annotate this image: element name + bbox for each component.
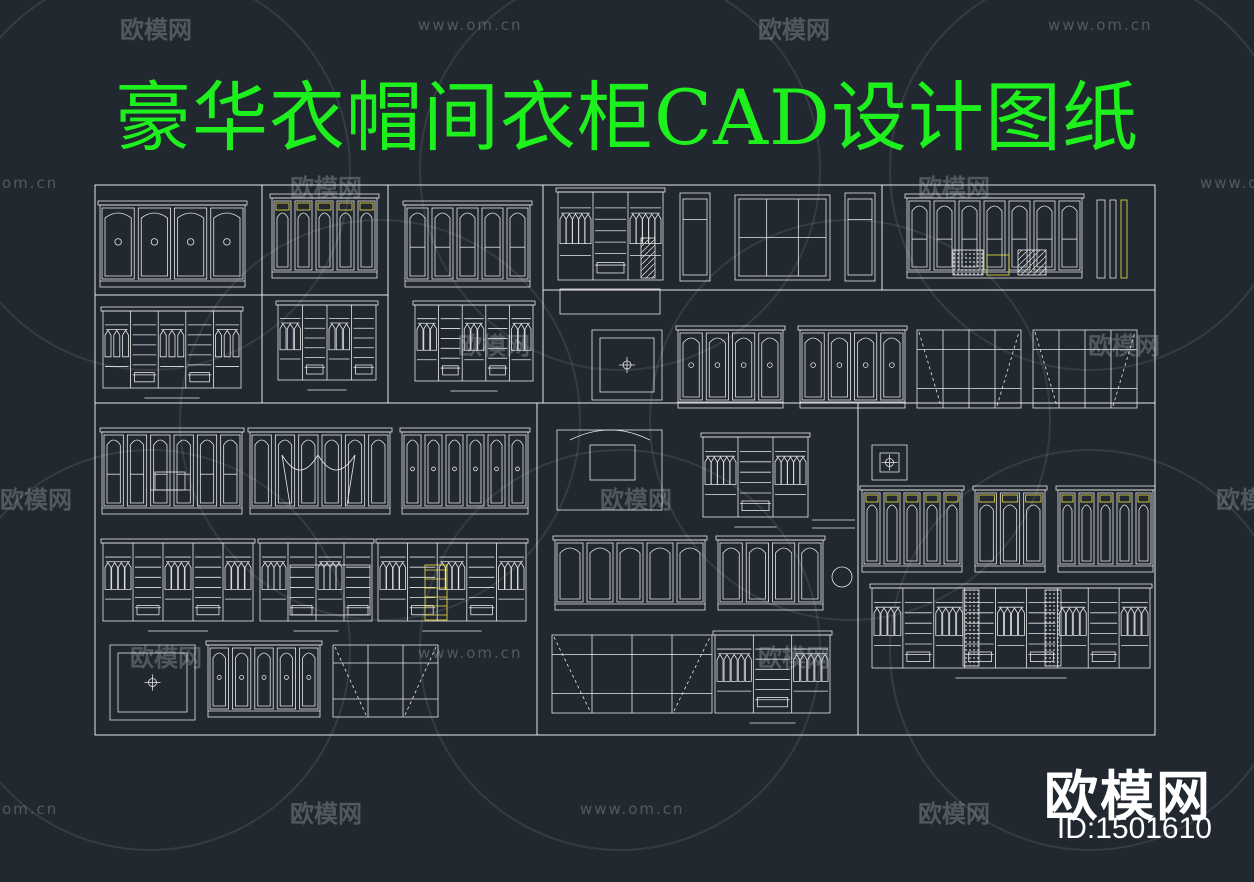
watermark-url: om.cn <box>2 800 59 818</box>
watermark-url: www.om.cn <box>418 644 523 662</box>
watermark-url: www.om.cn <box>1048 16 1153 34</box>
watermark-logo: 欧模网 <box>918 174 990 202</box>
watermark-url: www.om.cn <box>580 800 685 818</box>
detail-panels <box>952 249 1047 276</box>
cabinet-elevation <box>97 200 248 288</box>
cabinet-elevation <box>402 200 533 288</box>
display-window <box>289 564 371 616</box>
cabinet-plan <box>109 644 196 721</box>
cabinet-elevation <box>715 535 826 611</box>
cabinet-elevation <box>205 640 323 718</box>
watermark-logo: 欧模网 <box>290 174 362 202</box>
cabinet-side-section <box>679 192 711 282</box>
cabinet-interior <box>412 300 536 392</box>
sliding-door-elevation <box>916 329 1022 409</box>
cabinet-interior <box>869 583 1153 679</box>
cabinet-interior <box>257 538 375 632</box>
cabinet-elevation <box>269 193 380 279</box>
cabinet-elevation <box>399 427 531 515</box>
watermark-url: www.om.cn <box>1200 174 1254 192</box>
cabinet-elevation <box>675 325 786 409</box>
watermark-logo: 欧模网 <box>600 486 672 514</box>
cabinet-interior <box>712 630 833 724</box>
watermark-logo: 欧模网 <box>458 332 530 360</box>
cabinet-interior <box>100 538 256 632</box>
shoe-rack-highlight <box>424 564 448 621</box>
cabinet-interior <box>375 538 529 632</box>
cabinet-elevation <box>972 485 1048 573</box>
watermark-arcs <box>0 0 1254 851</box>
window-grid <box>734 194 831 281</box>
cabinet-interior <box>555 187 666 291</box>
watermark-logo: 欧模网 <box>1216 486 1254 514</box>
pattern-columns <box>962 589 1062 667</box>
corner-cabinet <box>556 429 663 511</box>
watermark-logo: 欧模网 <box>290 800 362 828</box>
sliding-door-elevation <box>551 634 713 714</box>
watermark-logo: 欧模网 <box>0 486 72 514</box>
cabinet-elevation <box>797 325 908 409</box>
watermark-url: www.om.cn <box>418 16 523 34</box>
cabinet-elevation <box>99 427 245 515</box>
cabinet-top-view <box>559 288 661 315</box>
cabinet-elevation <box>552 535 708 611</box>
brand-logo: 欧模网 <box>1044 765 1212 828</box>
cabinet-plan <box>591 329 663 401</box>
cabinet-plan <box>871 444 908 481</box>
curtain-drape <box>281 454 356 506</box>
drawing-frame <box>94 184 1156 736</box>
watermark-logo: 欧模网 <box>120 16 192 44</box>
cabinet-interior <box>100 306 244 399</box>
watermark-logo: 欧模网 <box>758 16 830 44</box>
cabinet-elevation <box>1055 485 1156 573</box>
watermark-logo: 欧模网 <box>130 644 202 672</box>
cabinet-interior <box>700 432 811 528</box>
watermark-logo: 欧模网 <box>918 800 990 828</box>
watermark-logo: 欧模网 <box>758 644 830 672</box>
cabinet-side-section <box>844 192 876 282</box>
sliding-door-elevation <box>332 644 439 718</box>
cabinet-drawings <box>97 187 1156 724</box>
cabinet-elevation <box>247 427 393 515</box>
sliding-door-elevation <box>1032 329 1138 409</box>
cabinet-interior <box>275 300 379 391</box>
detail-callout <box>812 519 855 588</box>
vanity-desk <box>150 471 190 491</box>
cabinet-elevation <box>859 485 965 573</box>
watermark-url: om.cn <box>2 174 59 192</box>
molding-profile <box>1096 199 1128 279</box>
drawing-title: 豪华衣帽间衣柜CAD设计图纸 <box>115 73 1139 162</box>
hatch-column <box>640 237 656 279</box>
cabinet-elevation <box>904 193 1085 279</box>
model-id-label: ID:1501610 <box>1056 812 1212 845</box>
watermark-logo: 欧模网 <box>1088 332 1160 360</box>
